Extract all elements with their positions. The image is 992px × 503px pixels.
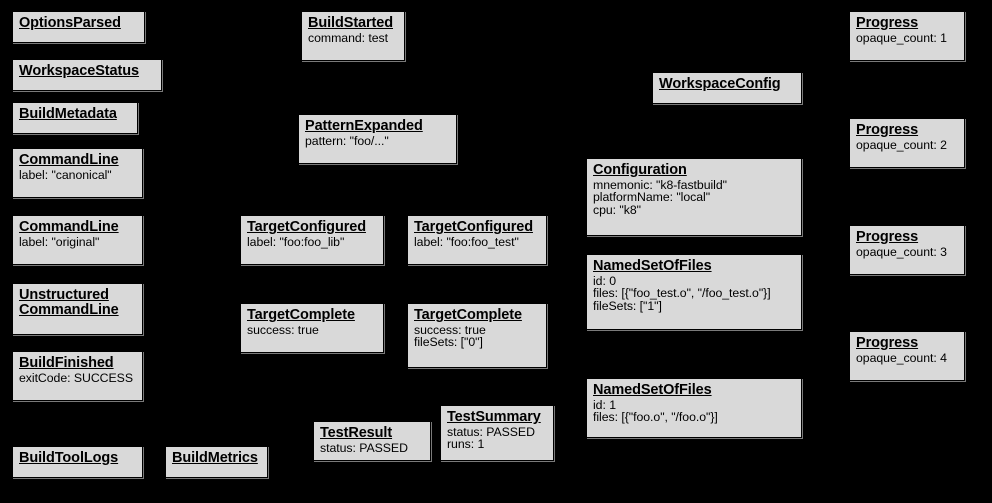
node-build-metadata[interactable]: BuildMetadata	[12, 102, 138, 134]
node-title: TestResult	[320, 425, 393, 441]
node-title: Progress	[856, 15, 919, 31]
node-title: Progress	[856, 229, 919, 245]
node-title: WorkspaceConfig	[659, 76, 781, 92]
node-title: PatternExpanded	[305, 118, 423, 134]
node-build-tool-logs[interactable]: BuildToolLogs	[12, 446, 143, 478]
node-title: Progress	[856, 335, 919, 351]
node-title: NamedSetOfFiles	[593, 258, 712, 274]
node-title: BuildMetadata	[19, 106, 117, 122]
node-title: OptionsParsed	[19, 15, 121, 31]
node-title: Progress	[856, 122, 919, 138]
node-title: TargetComplete	[414, 307, 522, 323]
node-attributes: label: "foo:foo_test"	[414, 234, 519, 249]
node-title: TargetConfigured	[414, 219, 533, 235]
node-title: CommandLine	[19, 152, 119, 168]
node-title: TargetComplete	[247, 307, 355, 323]
node-attributes: opaque_count: 2	[856, 137, 947, 152]
node-title: Configuration	[593, 162, 687, 178]
node-attributes: mnemonic: "k8-fastbuild" platformName: "…	[593, 177, 727, 217]
node-options-parsed[interactable]: OptionsParsed	[12, 11, 145, 43]
node-title: BuildMetrics	[172, 450, 258, 466]
node-title: TargetConfigured	[247, 219, 366, 235]
node-title: BuildToolLogs	[19, 450, 119, 466]
node-title: BuildFinished	[19, 355, 114, 371]
node-unstructured-command-line[interactable]: Unstructured CommandLine	[12, 283, 143, 335]
node-attributes: success: true	[247, 322, 319, 337]
node-title: TestSummary	[447, 409, 541, 425]
node-attributes: command: test	[308, 30, 388, 45]
node-attributes: success: true fileSets: ["0"]	[414, 322, 486, 350]
node-title: BuildStarted	[308, 15, 394, 31]
node-attributes: status: PASSED	[320, 440, 408, 455]
node-workspace-config[interactable]: WorkspaceConfig	[652, 72, 802, 104]
node-attributes: status: PASSED runs: 1	[447, 424, 535, 452]
node-attributes: opaque_count: 4	[856, 350, 947, 365]
node-attributes: id: 0 files: [{"foo_test.o", "/foo_test.…	[593, 273, 771, 313]
node-title: Unstructured CommandLine	[19, 287, 119, 318]
node-title: CommandLine	[19, 219, 119, 235]
node-attributes: label: "canonical"	[19, 167, 112, 182]
node-title: WorkspaceStatus	[19, 63, 139, 79]
node-attributes: label: "foo:foo_lib"	[247, 234, 345, 249]
node-attributes: opaque_count: 1	[856, 30, 947, 45]
node-attributes: label: "original"	[19, 234, 100, 249]
node-attributes: pattern: "foo/..."	[305, 133, 389, 148]
node-workspace-status[interactable]: WorkspaceStatus	[12, 59, 162, 91]
node-attributes: id: 1 files: [{"foo.o", "/foo.o"}]	[593, 397, 718, 425]
node-attributes: exitCode: SUCCESS	[19, 370, 133, 385]
node-title: NamedSetOfFiles	[593, 382, 712, 398]
node-attributes: opaque_count: 3	[856, 244, 947, 259]
node-build-metrics[interactable]: BuildMetrics	[165, 446, 268, 478]
